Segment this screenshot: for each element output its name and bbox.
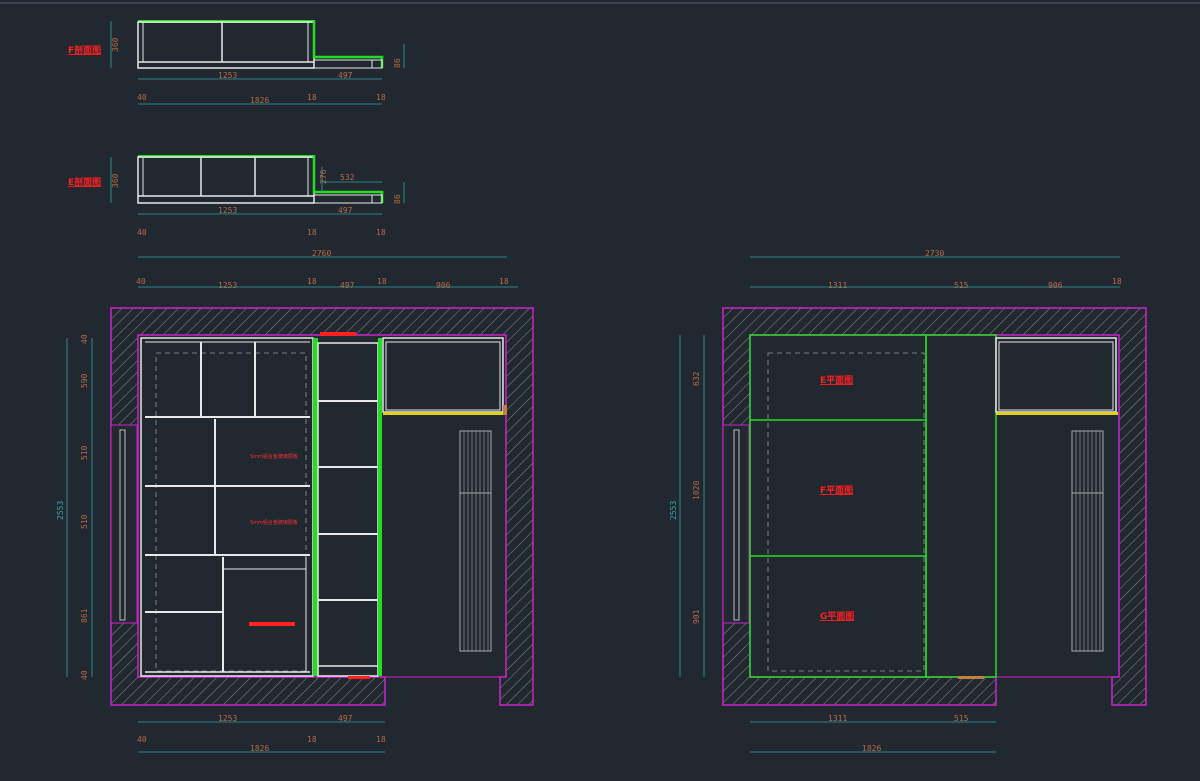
section-e-label: E剖面图 <box>68 176 101 188</box>
left-bottom-total: 1826 <box>250 744 269 753</box>
right-top-dim-515: 515 <box>954 281 969 290</box>
left-plan-radiator <box>459 430 492 652</box>
left-top-dim-40: 40 <box>136 277 146 286</box>
right-plan-wall <box>722 307 1147 706</box>
left-top-dim-18c: 18 <box>499 277 509 286</box>
left-plan-height: 2553 <box>56 501 65 520</box>
left-plan-note-1: 5mm铝合金玻璃层板 <box>250 453 298 460</box>
right-dim-901: 901 <box>692 609 701 624</box>
left-dim-510b: 510 <box>80 514 89 529</box>
left-top-dim-906: 906 <box>436 281 451 290</box>
right-plan-upper-cabinet <box>995 337 1117 413</box>
section-f-body <box>137 21 315 69</box>
right-bottom-total: 1826 <box>862 744 881 753</box>
right-dim-1020: 1020 <box>692 481 701 500</box>
right-bottom-dim-515: 515 <box>954 714 969 723</box>
right-plan-label-f: F平面图 <box>820 485 853 496</box>
right-top-dim-1311: 1311 <box>828 281 847 290</box>
left-top-dim-1253: 1253 <box>218 281 237 290</box>
left-dim-510a: 510 <box>80 445 89 460</box>
section-e-dim-40: 40 <box>137 228 147 237</box>
section-e-dim-497: 497 <box>338 206 353 215</box>
section-f-dim-40: 40 <box>137 93 147 102</box>
right-plan-block-tall <box>925 334 997 678</box>
right-plan-total-width: 2730 <box>925 249 944 258</box>
right-plan-window <box>722 424 750 624</box>
section-f-dim-18a: 18 <box>307 93 317 102</box>
right-plan-label-e: E平面图 <box>820 375 853 386</box>
left-dim-590: 590 <box>80 373 89 388</box>
left-dim-40b: 40 <box>80 670 89 680</box>
section-f-total: 1826 <box>250 96 269 105</box>
left-plan-handle <box>249 622 295 626</box>
right-plan-label-g: G平面图 <box>820 611 854 622</box>
left-dim-861: 861 <box>80 608 89 623</box>
right-top-dim-906: 906 <box>1048 281 1063 290</box>
section-e-inner-dim: 532 <box>340 173 355 182</box>
right-plan-height: 2553 <box>669 501 678 520</box>
section-f[interactable]: F剖面图 360 86 1253 497 40 18 18 1826 <box>68 20 405 105</box>
right-top-dim-18: 18 <box>1112 277 1122 286</box>
right-bottom-dim-1311: 1311 <box>828 714 847 723</box>
left-dim-40a: 40 <box>80 334 89 344</box>
section-f-dim-18b: 18 <box>376 93 386 102</box>
right-dim-632: 632 <box>692 371 701 386</box>
left-plan-wall <box>110 307 534 706</box>
left-bottom-dim-497: 497 <box>338 714 353 723</box>
left-top-dim-18b: 18 <box>377 277 387 286</box>
section-f-dim-497: 497 <box>338 71 353 80</box>
left-bottom-dim-18b: 18 <box>376 735 386 744</box>
left-plan-window <box>110 424 138 624</box>
right-plan[interactable]: 2730 1311 515 906 18 E平面图 F平面图 G平面图 <box>669 249 1147 753</box>
section-e-mid-dim: 276 <box>319 169 328 184</box>
section-f-dim-1253: 1253 <box>218 71 237 80</box>
section-e-dim-1253: 1253 <box>218 206 237 215</box>
section-f-side-dim: 86 <box>393 58 402 68</box>
left-plan-tall-column <box>317 342 379 677</box>
right-plan-radiator <box>1071 430 1104 652</box>
section-e-dim-18b: 18 <box>376 228 386 237</box>
section-e[interactable]: E剖面图 360 276 532 86 1253 497 40 18 18 <box>68 155 405 237</box>
section-e-dim-18a: 18 <box>307 228 317 237</box>
section-f-label: F剖面图 <box>68 44 101 56</box>
section-f-height-dim: 360 <box>111 37 120 52</box>
left-plan-note-2: 5mm铝合金玻璃层板 <box>250 519 298 526</box>
left-bottom-dim-18a: 18 <box>307 735 317 744</box>
left-plan[interactable]: 2760 40 1253 18 497 18 906 18 <box>56 249 534 753</box>
left-bottom-dim-40: 40 <box>137 735 147 744</box>
section-e-side-dim: 86 <box>393 194 402 204</box>
left-plan-upper-cabinet <box>382 337 504 413</box>
left-bottom-dim-1253: 1253 <box>218 714 237 723</box>
left-top-dim-18a: 18 <box>307 277 317 286</box>
left-plan-total-width: 2760 <box>312 249 331 258</box>
section-e-height-dim: 360 <box>111 173 120 188</box>
left-top-dim-497: 497 <box>340 281 355 290</box>
right-plan-block-main <box>749 334 927 678</box>
